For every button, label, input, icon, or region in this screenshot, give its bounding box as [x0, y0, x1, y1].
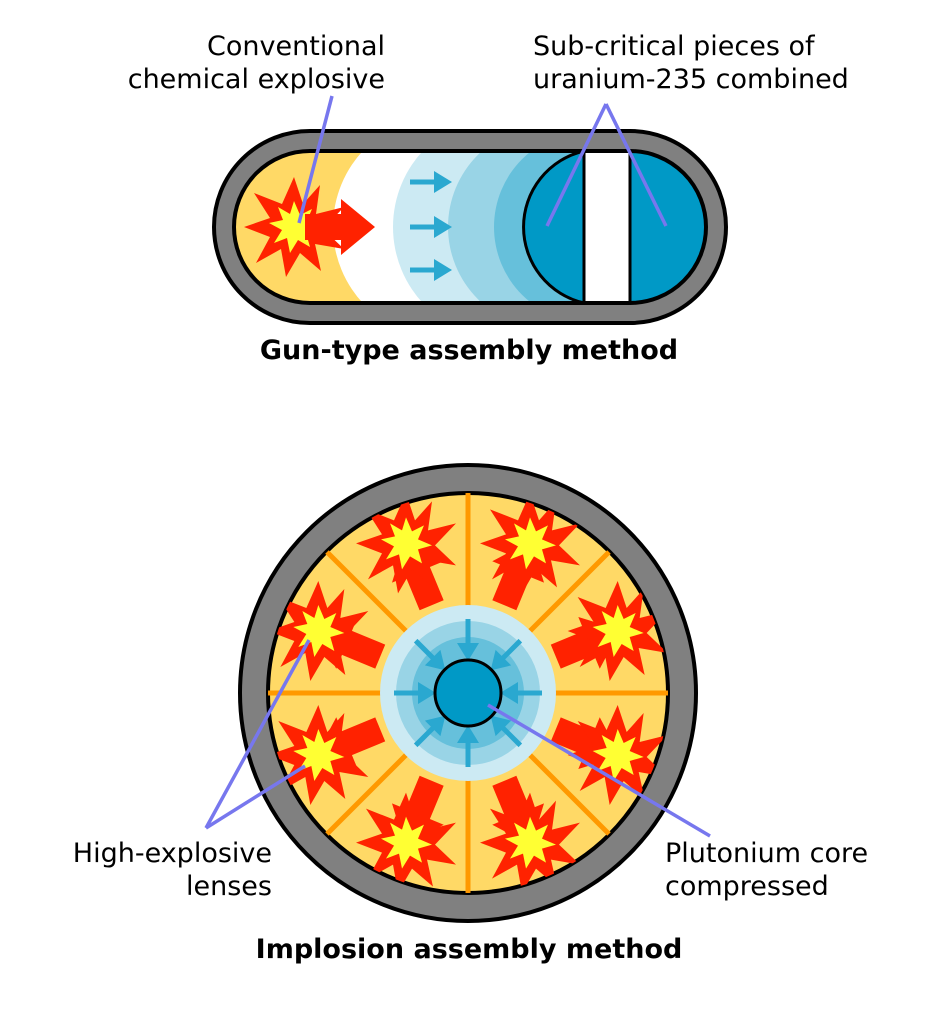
explosive-label-line2: chemical explosive [128, 64, 385, 95]
explosive-label-line1: Conventional [207, 31, 385, 62]
uranium-label-line2: uranium-235 combined [533, 64, 849, 95]
uranium-label-line1: Sub-critical pieces of [533, 31, 816, 62]
uranium-projectile-piece [522, 151, 586, 303]
uranium-gap [584, 151, 632, 303]
implosion-title: Implosion assembly method [256, 934, 683, 965]
lenses-label-line2: lenses [186, 871, 272, 902]
plutonium-core [433, 658, 503, 728]
core-label-line2: compressed [665, 871, 829, 902]
core-label-line1: Plutonium core [665, 838, 868, 869]
lenses-label-line1: High-explosive [73, 838, 272, 869]
gun-type-title: Gun-type assembly method [260, 335, 678, 366]
implosion-pointer-lines [204, 639, 711, 838]
implosion-device [238, 463, 698, 923]
gun-type-device [212, 129, 728, 325]
gun-pointer-lines [297, 95, 668, 227]
